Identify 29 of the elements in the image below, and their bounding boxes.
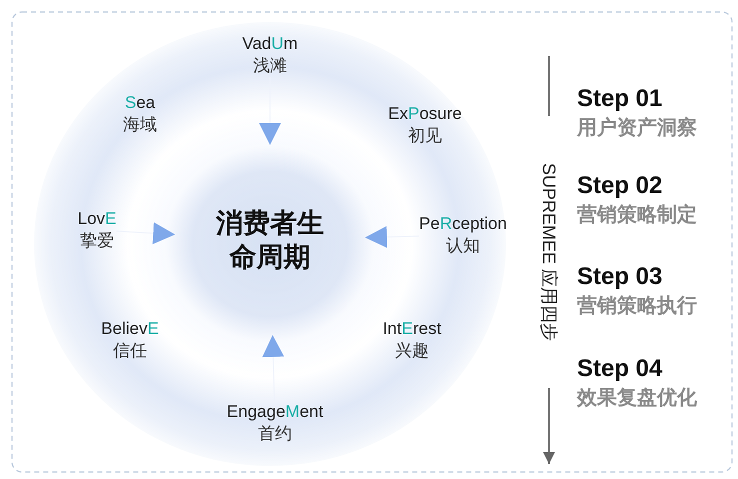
stage-label: 初见 (407, 125, 443, 147)
step-description: 用户资产洞察 (577, 116, 697, 141)
stage-name: ExPosure (388, 103, 462, 125)
step-heading: Step 03 (577, 262, 664, 292)
stage-label: 海域 (123, 114, 157, 136)
triangle-arrow (364, 226, 420, 248)
stage-label: 信任 (112, 340, 148, 362)
stage-label: 挚爱 (79, 230, 115, 252)
stage-name: BelievE (101, 318, 159, 340)
vertical-label: SUPREMEE 应用四步 (538, 162, 560, 342)
stage-name: EngageMent (226, 401, 324, 423)
stage-label: 认知 (445, 235, 481, 257)
step-heading: Step 04 (577, 354, 664, 384)
triangle-arrow (259, 76, 281, 146)
step-heading: Step 02 (577, 171, 664, 201)
stage-label: 兴趣 (394, 340, 430, 362)
triangle-arrow (116, 222, 176, 244)
stage-name: Sea (124, 92, 156, 114)
step-heading: Step 01 (577, 84, 664, 114)
stage-label: 浅滩 (252, 55, 288, 77)
step-description: 营销策略执行 (577, 294, 697, 319)
step-description: 营销策略制定 (577, 202, 697, 228)
center-title: 消费者生命周期 (214, 207, 325, 274)
stage-name: PeRception (419, 213, 507, 235)
step-description: 效果复盘优化 (577, 386, 697, 411)
stage-name: IntErest (382, 318, 442, 340)
stage-name: LovE (78, 208, 116, 230)
stage-name: VadUm (242, 33, 298, 55)
stage-label: 首约 (257, 423, 293, 445)
